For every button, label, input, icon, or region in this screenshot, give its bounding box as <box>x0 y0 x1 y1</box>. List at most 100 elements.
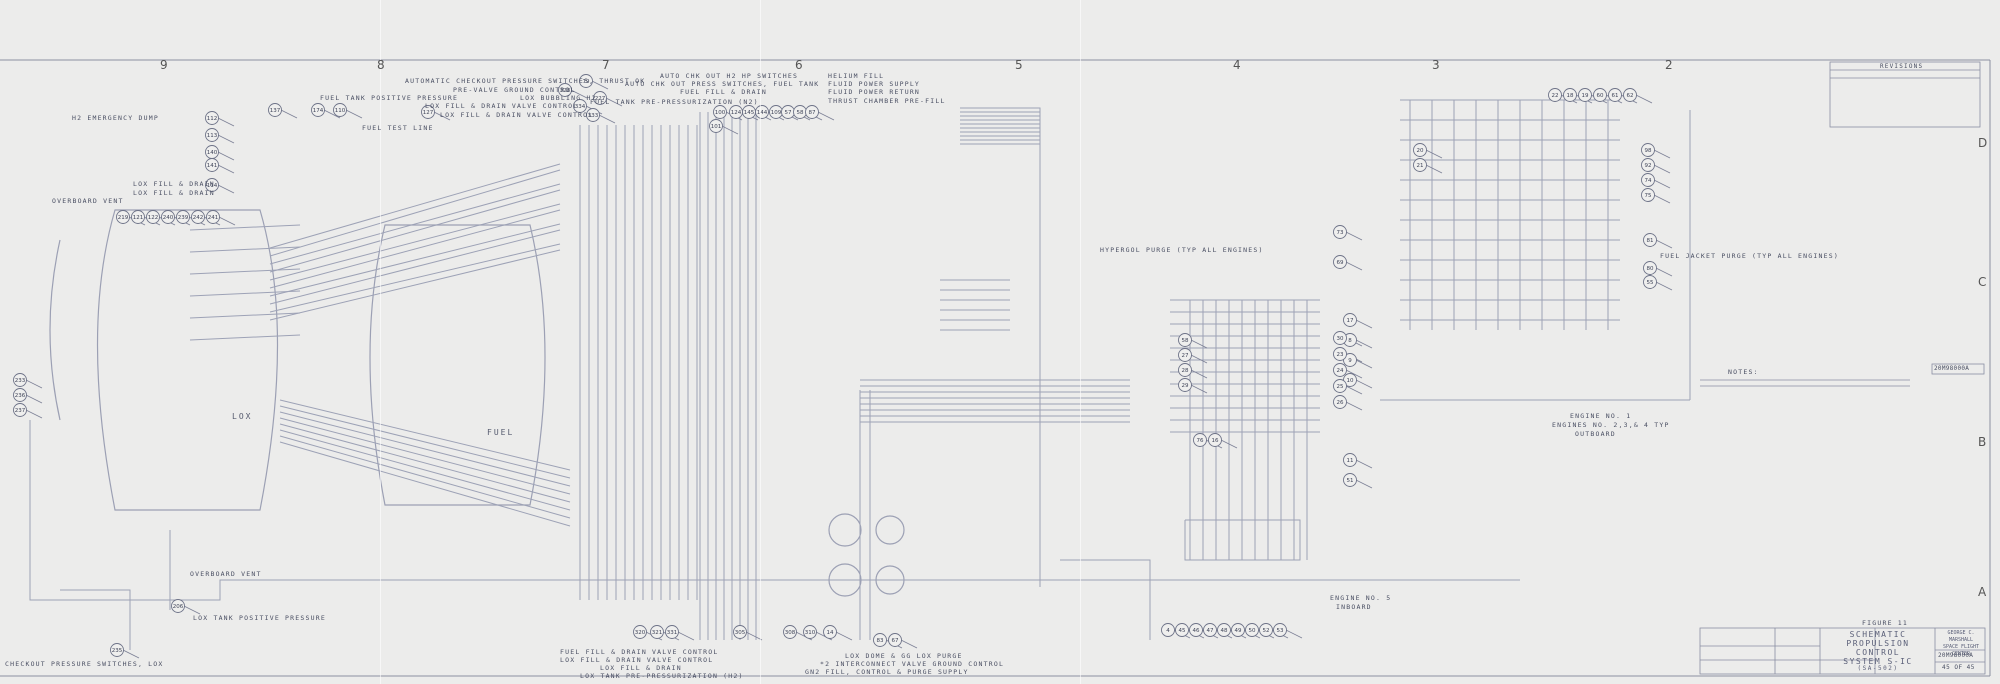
label-lox-fill-drain-valve-control-bottom: LOX FILL & DRAIN VALVE CONTROL <box>560 656 714 664</box>
callout-circle <box>803 625 817 639</box>
pipe-line <box>279 399 571 471</box>
label-lox-fill-drain-1: LOX FILL & DRAIN <box>133 180 215 188</box>
callout-67: 67 <box>888 633 902 647</box>
callout-334: 334 <box>573 99 587 113</box>
callout-number: 25 <box>1337 384 1344 390</box>
callout-number: 227 <box>595 96 606 102</box>
pipe-line <box>960 127 1041 575</box>
callout-circle <box>633 625 647 639</box>
label-inboard: INBOARD <box>1336 603 1372 611</box>
label-auto-checkout-thrust-ok: AUTOMATIC CHECKOUT PRESSURE SWITCHES, TH… <box>405 77 646 85</box>
callout-number: 114 <box>207 183 218 189</box>
callout-circle <box>823 625 837 639</box>
callout-80: 80 <box>1643 261 1657 275</box>
callout-320: 320 <box>633 625 647 639</box>
tank-outlines <box>49 209 905 597</box>
pipe-line <box>269 249 561 321</box>
callout-circle <box>1175 623 1189 637</box>
callout-circle <box>579 74 593 88</box>
leader-line <box>122 649 140 659</box>
callout-circle <box>1643 261 1657 275</box>
callout-circle <box>1343 453 1357 467</box>
callout-24: 24 <box>1333 363 1347 377</box>
callout-237: 237 <box>13 403 27 417</box>
pipe-line <box>269 183 561 265</box>
callout-19: 19 <box>1578 88 1592 102</box>
callout-circle <box>1333 379 1347 393</box>
label-lox-bubbling: LOX BUBBLING H2 <box>520 94 597 102</box>
leader-line <box>1355 479 1373 489</box>
callout-75: 75 <box>1641 188 1655 202</box>
callout-number: 141 <box>207 163 218 169</box>
callout-circle <box>1643 233 1657 247</box>
callout-number: 233 <box>15 378 26 384</box>
callout-number: 74 <box>1645 178 1652 184</box>
zone-column-2: 2 <box>1665 58 1673 72</box>
pipe-line <box>269 229 561 305</box>
leader-line <box>25 379 43 389</box>
zone-column-8: 8 <box>377 58 385 72</box>
callout-circle <box>116 210 130 224</box>
pipe-line <box>960 119 1041 569</box>
callout-circle <box>146 210 160 224</box>
leader-line <box>1220 439 1238 449</box>
leader-line <box>1355 359 1373 369</box>
callout-141: 141 <box>205 158 219 172</box>
label-outboard: OUTBOARD <box>1575 430 1616 438</box>
callout-17: 17 <box>1343 313 1357 327</box>
callout-number: 50 <box>1249 628 1256 634</box>
callout-240: 240 <box>161 210 175 224</box>
pipe-line <box>189 290 301 297</box>
callout-circle <box>1178 333 1192 347</box>
callout-74: 74 <box>1641 173 1655 187</box>
leader-line <box>1345 369 1363 379</box>
label-lox-tank-positive-pressure: LOX TANK POSITIVE PRESSURE <box>193 614 326 622</box>
callout-number: 26 <box>1337 400 1344 406</box>
leader-line <box>1655 239 1673 249</box>
drawing-number-box: 20M98000A <box>1934 365 1970 372</box>
label-gn2-supply: GN2 FILL, CONTROL & PURGE SUPPLY <box>805 668 969 676</box>
callout-circle <box>1641 158 1655 172</box>
callout-number: 57 <box>785 110 792 116</box>
label-pre-valve-ground-control: PRE-VALVE GROUND CONTROL <box>453 86 576 94</box>
callout-number: 30 <box>1337 336 1344 342</box>
callout-227: 227 <box>593 91 607 105</box>
callout-61: 61 <box>1608 88 1622 102</box>
callout-number: 310 <box>805 630 816 636</box>
callout-number: 237 <box>15 408 26 414</box>
pipe-line <box>960 123 1041 572</box>
callout-73: 73 <box>1333 225 1347 239</box>
callout-number: 46 <box>1193 628 1200 634</box>
title-block-frame <box>1699 61 1986 675</box>
leader-line <box>217 134 235 144</box>
callout-number: 137 <box>270 108 281 114</box>
title-line-3: SYSTEM S-IC <box>1843 657 1913 666</box>
label-lox-dome-gg-purge: LOX DOME & GG LOX PURGE <box>845 652 963 660</box>
callout-circle <box>755 105 769 119</box>
callout-circle <box>1333 395 1347 409</box>
label-hypergol-purge: HYPERGOL PURGE (TYP ALL ENGINES) <box>1100 246 1264 254</box>
callout-circle <box>709 119 723 133</box>
callout-53: 53 <box>1273 623 1287 637</box>
callout-308: 308 <box>783 625 797 639</box>
callout-circle <box>421 105 435 119</box>
leader-line <box>570 89 588 99</box>
callout-22: 22 <box>1548 88 1562 102</box>
callout-circle <box>205 158 219 172</box>
callout-92: 92 <box>1641 158 1655 172</box>
agency-line-1: GEORGE C. MARSHALL <box>1947 630 1975 643</box>
callout-circle <box>1161 623 1175 637</box>
callout-number: 27 <box>1182 353 1189 359</box>
callout-circle <box>1623 88 1637 102</box>
leader-line <box>598 114 616 124</box>
callout-76: 76 <box>1193 433 1207 447</box>
callout-23: 23 <box>1333 347 1347 361</box>
callout-number: 328 <box>560 88 571 94</box>
label-checkout-switches-lox: CHECKOUT PRESSURE SWITCHES, LOX <box>5 660 164 668</box>
leader-line <box>1285 629 1303 639</box>
callout-circle <box>1593 88 1607 102</box>
callout-circle <box>805 105 819 119</box>
leader-line <box>217 184 235 194</box>
leader-line <box>345 109 363 119</box>
callout-109: 109 <box>769 105 783 119</box>
